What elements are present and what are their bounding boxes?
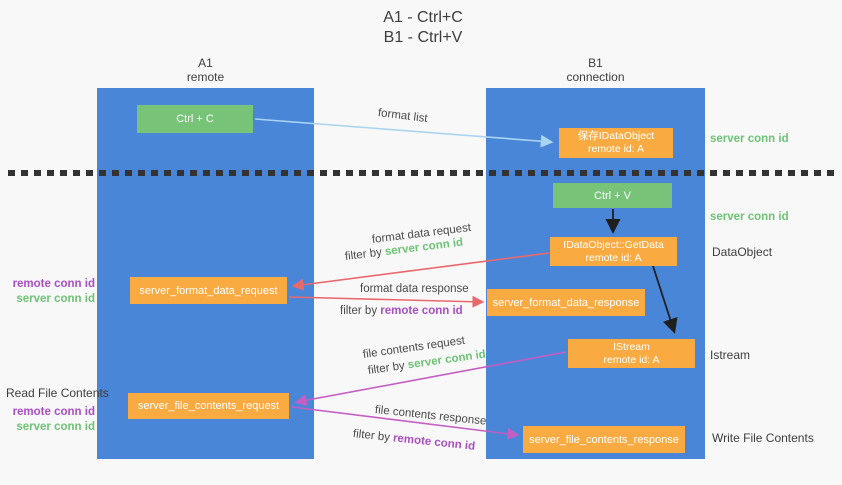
title-line-1: A1 - Ctrl+C xyxy=(383,9,463,26)
server-format-data-request-box: server_format_data_request xyxy=(130,277,287,304)
left-remote-conn-id-2: remote conn id xyxy=(12,406,95,418)
filter-by-text: filter by xyxy=(367,359,409,377)
server-format-data-request-label: server_format_data_request xyxy=(139,284,278,297)
filter-by-remote-conn-id-label-2: filter by remote conn id xyxy=(352,428,475,453)
istream-line1: IStream xyxy=(613,340,650,353)
right-server-conn-id-2: server conn id xyxy=(710,211,789,223)
ctrl-c-label: Ctrl + C xyxy=(176,113,214,125)
lane-a-name: A1 xyxy=(198,56,213,70)
ctrl-v-label: Ctrl + V xyxy=(594,189,631,202)
format-data-response-arrow xyxy=(288,295,485,308)
left-remote-conn-id-1: remote conn id xyxy=(12,278,95,290)
title-line-2: B1 - Ctrl+V xyxy=(383,29,463,46)
remote-conn-id-text: remote conn id xyxy=(392,432,476,453)
lane-a-header: A1 remote xyxy=(97,56,314,84)
read-file-contents-label: Read File Contents xyxy=(6,386,109,400)
left-server-conn-id-2: server conn id xyxy=(16,421,95,433)
lane-a-subtitle: remote xyxy=(186,70,225,84)
format-data-response-label: format data response xyxy=(360,283,469,295)
save-idataobject-line1: 保存IDataObject xyxy=(577,130,655,142)
dataobject-label: DataObject xyxy=(712,245,773,259)
save-idataobject-line2: remote id: A xyxy=(587,143,645,155)
write-file-contents-label: Write File Contents xyxy=(712,431,814,445)
ctrl-c-box: Ctrl + C xyxy=(137,105,253,133)
server-file-contents-request-label: server_file_contents_request xyxy=(137,400,280,412)
filter-by-text: filter by xyxy=(344,246,386,263)
lane-b-header: B1 connection xyxy=(486,56,705,84)
separator-dotted-line xyxy=(8,170,836,176)
lane-b-subtitle: connection xyxy=(566,70,625,84)
istream-box: IStream remote id: A xyxy=(568,339,695,368)
istream-line2: remote id: A xyxy=(603,353,660,366)
getdata-line2: remote id: A xyxy=(585,251,642,264)
getdata-line1: IDataObject::GetData xyxy=(563,238,664,251)
server-file-contents-response-label: server_file_contents_response xyxy=(529,433,679,446)
server-format-data-response-label: server_format_data_response xyxy=(492,296,640,309)
file-contents-response-label: file contents response xyxy=(374,404,487,428)
lane-b-name: B1 xyxy=(588,56,603,70)
ctrl-v-box: Ctrl + V xyxy=(553,183,672,208)
server-file-contents-request-box: server_file_contents_request xyxy=(128,393,289,419)
right-server-conn-id-1: server conn id xyxy=(710,133,789,145)
remote-conn-id-text: remote conn id xyxy=(380,305,463,317)
save-idataobject-box: 保存IDataObject remote id: A xyxy=(559,128,673,158)
filter-by-text: filter by xyxy=(352,428,394,445)
left-server-conn-id-1: server conn id xyxy=(16,293,95,305)
format-list-label: format list xyxy=(377,107,429,126)
istream-side-label: Istream xyxy=(710,348,751,362)
getdata-box: IDataObject::GetData remote id: A xyxy=(550,237,677,266)
filter-by-remote-conn-id-label-1: filter by remote conn id xyxy=(340,305,463,317)
diagram-title: A1 - Ctrl+C B1 - Ctrl+V xyxy=(348,8,498,48)
server-file-contents-response-box: server_file_contents_response xyxy=(523,426,685,453)
server-format-data-response-box: server_format_data_response xyxy=(487,289,645,316)
filter-by-text: filter by xyxy=(340,305,381,317)
